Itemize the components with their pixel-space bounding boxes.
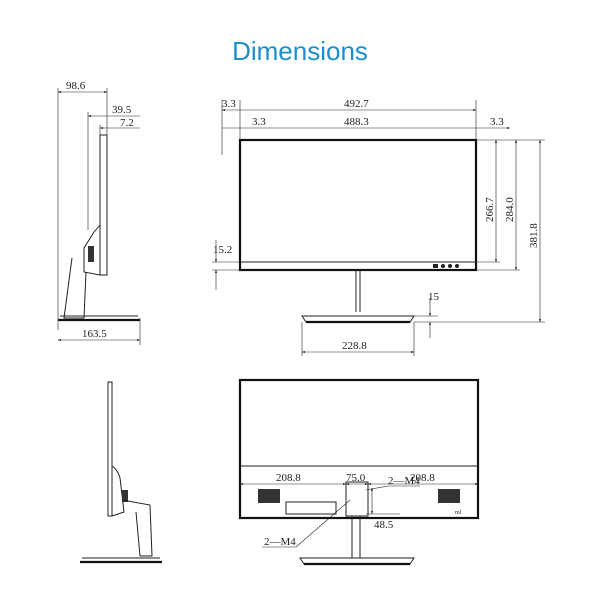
label-base-depth: 163.5 — [82, 328, 107, 340]
side-housing — [83, 224, 101, 276]
label-total-height: 381.8 — [528, 223, 540, 248]
label-base-clearance: 15 — [428, 291, 440, 303]
page-title: Dimensions — [232, 36, 368, 66]
label-bezel-left-top: 3.3 — [222, 98, 236, 110]
label-width-total: 492.7 — [344, 98, 369, 110]
label-depth-panel: 7.2 — [120, 117, 134, 129]
label-bottom-bezel: 15.2 — [213, 244, 232, 256]
side-stand-neck — [63, 257, 87, 319]
front-view: 3.3 492.7 3.3 488.3 3.3 266.7 284.0 381.… — [212, 98, 545, 356]
label-screw-lower: 2—M4 — [264, 536, 296, 548]
side2-stand-neck — [121, 499, 153, 557]
rear-port-mark: ml — [455, 510, 462, 516]
rear-io-panel — [285, 501, 337, 515]
rear-panel — [238, 378, 480, 520]
side-view: 98.6 39.5 7.2 163.5 — [57, 80, 141, 345]
rear-view: ml 208.8 75.0 208.8 2—M4 2—M4 48 — [238, 378, 480, 566]
label-active-width: 488.3 — [344, 116, 369, 128]
side2-panel — [107, 381, 113, 517]
label-vesa-right: 208.8 — [410, 472, 435, 484]
label-vesa-left: 208.8 — [276, 472, 301, 484]
label-active-height: 266.7 — [484, 197, 496, 222]
label-depth-total: 98.6 — [66, 80, 86, 92]
side2-port-block — [122, 490, 128, 502]
side-view-2 — [80, 381, 162, 564]
label-vesa-height: 48.5 — [374, 519, 394, 531]
front-buttons — [433, 264, 459, 268]
side2-housing — [111, 465, 125, 517]
rear-stand-mount — [345, 481, 369, 517]
label-vesa-spacing: 75.0 — [346, 472, 366, 484]
label-base-width: 228.8 — [342, 340, 367, 352]
leader-screw-lower — [295, 499, 351, 548]
label-panel-height: 284.0 — [504, 197, 516, 222]
front-panel — [238, 138, 478, 272]
leader-screw-upper — [365, 485, 389, 491]
label-depth-mid: 39.5 — [112, 104, 132, 116]
side-panel — [99, 134, 108, 276]
label-screw-upper: 2—M4 — [388, 475, 420, 487]
label-bezel-right: 3.3 — [490, 116, 504, 128]
rear-vent-left — [258, 489, 280, 503]
label-bezel-left: 3.3 — [252, 116, 266, 128]
rear-vent-right — [438, 489, 460, 503]
side-port-block — [88, 246, 94, 262]
